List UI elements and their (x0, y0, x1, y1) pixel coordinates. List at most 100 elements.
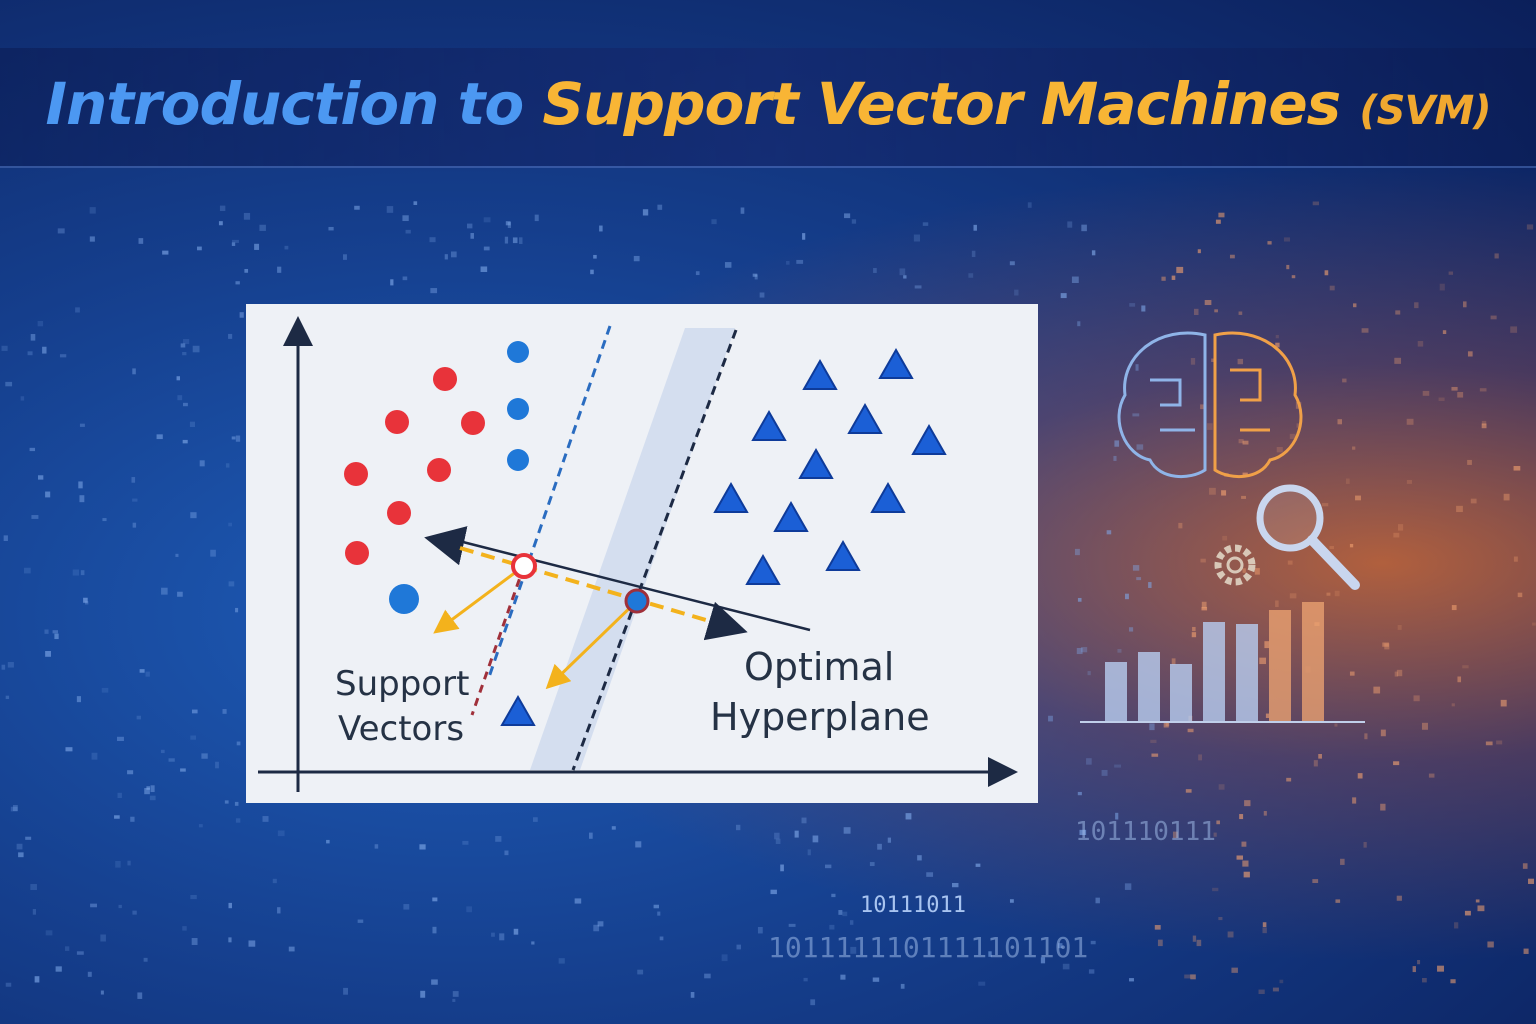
decor-dot (1364, 733, 1368, 740)
decor-dot (1207, 423, 1213, 430)
decor-dot (277, 830, 285, 837)
decor-dot (973, 224, 977, 231)
decor-dot (130, 816, 135, 822)
decor-dot (1163, 721, 1169, 728)
decor-dot (1239, 814, 1244, 820)
title-part-3: (SVM) (1359, 88, 1491, 134)
red-point (345, 541, 369, 565)
decor-dot (1289, 433, 1296, 439)
decor-dot (869, 862, 875, 867)
decor-dot (1242, 440, 1249, 445)
decor-dot (788, 923, 796, 927)
decor-dot (182, 339, 190, 345)
margin-band (530, 328, 735, 770)
decor-dot (483, 217, 491, 223)
decor-dot (1241, 495, 1247, 499)
decor-dot (32, 908, 36, 915)
decor-dot (102, 518, 107, 522)
decor-dot (1176, 266, 1184, 274)
decor-dot (132, 498, 138, 502)
decor-dot (466, 906, 472, 913)
decor-dot (597, 921, 604, 927)
decor-dot (843, 827, 851, 834)
decor-dot (1074, 548, 1080, 556)
decor-dot (1136, 577, 1142, 581)
decor-dot (25, 836, 32, 840)
decor-dot (968, 273, 974, 278)
decor-dot (191, 709, 198, 714)
decor-dot (168, 758, 175, 762)
decor-dot (432, 897, 438, 902)
support-vectors-label-2: Vectors (338, 709, 464, 749)
decor-dot (1496, 740, 1503, 745)
decor-dot (1264, 641, 1270, 649)
decor-dot (1421, 722, 1428, 730)
decor-dot (812, 835, 819, 843)
decor-dot (357, 919, 364, 923)
decor-dot (1086, 758, 1092, 765)
decor-dot (1157, 939, 1163, 947)
decor-dot (988, 951, 992, 957)
decor-dot (160, 749, 165, 754)
decor-dot (235, 435, 241, 442)
decor-dot (1215, 219, 1221, 224)
decor-dot (1265, 713, 1269, 718)
binary-text-2: 1011111101111101101 (768, 931, 1088, 964)
decor-dot (161, 587, 168, 595)
decor-dot (1185, 789, 1192, 793)
decor-dot (810, 999, 816, 1006)
decor-dot (27, 351, 33, 356)
decor-dot (30, 884, 37, 891)
decor-dot (29, 447, 36, 452)
decor-dot (1148, 582, 1152, 588)
decor-dot (1027, 202, 1032, 208)
decor-dot (1439, 283, 1445, 291)
decor-dot (1272, 987, 1279, 992)
decor-dot (115, 860, 121, 868)
decor-dot (177, 591, 183, 597)
decor-dot (1526, 224, 1534, 230)
decor-dot (30, 334, 36, 341)
decor-dot (1081, 224, 1087, 232)
decor-dot (759, 292, 765, 298)
decor-dot (1513, 466, 1521, 471)
decor-dot (79, 495, 85, 503)
binary-text-1: 10111011 (860, 893, 966, 918)
decor-dot (1345, 478, 1350, 484)
decor-dot (1060, 293, 1067, 299)
red-point (427, 458, 451, 482)
decor-dot (780, 864, 784, 872)
decor-dot (462, 840, 469, 845)
decor-dot (1184, 974, 1191, 979)
decor-dot (1241, 841, 1247, 847)
decor-dot (354, 205, 360, 210)
decor-dot (1275, 600, 1279, 608)
decor-dot (635, 841, 642, 848)
decor-dot (402, 215, 409, 222)
decor-dot (248, 940, 256, 947)
decor-dot (1464, 910, 1471, 916)
decor-dot (1132, 565, 1140, 571)
decor-dot (5, 982, 12, 987)
decor-dot (1457, 676, 1462, 683)
decor-dot (1114, 440, 1120, 447)
decor-dot (1312, 201, 1320, 206)
decor-dot (657, 204, 663, 210)
decor-dot (101, 687, 109, 693)
decor-dot (740, 207, 745, 214)
decor-dot (1477, 905, 1485, 912)
decor-dot (20, 396, 25, 401)
decor-dot (491, 932, 495, 937)
decor-dot (432, 926, 437, 934)
decor-dot (558, 958, 565, 964)
red-point (461, 411, 485, 435)
decor-dot (10, 806, 18, 812)
decor-dot (1254, 568, 1260, 575)
decor-dot (198, 824, 203, 828)
decor-dot (1218, 212, 1225, 218)
decor-dot (1067, 221, 1073, 228)
decor-dot (590, 269, 594, 275)
decor-dot (326, 839, 330, 844)
decor-dot (403, 904, 410, 910)
